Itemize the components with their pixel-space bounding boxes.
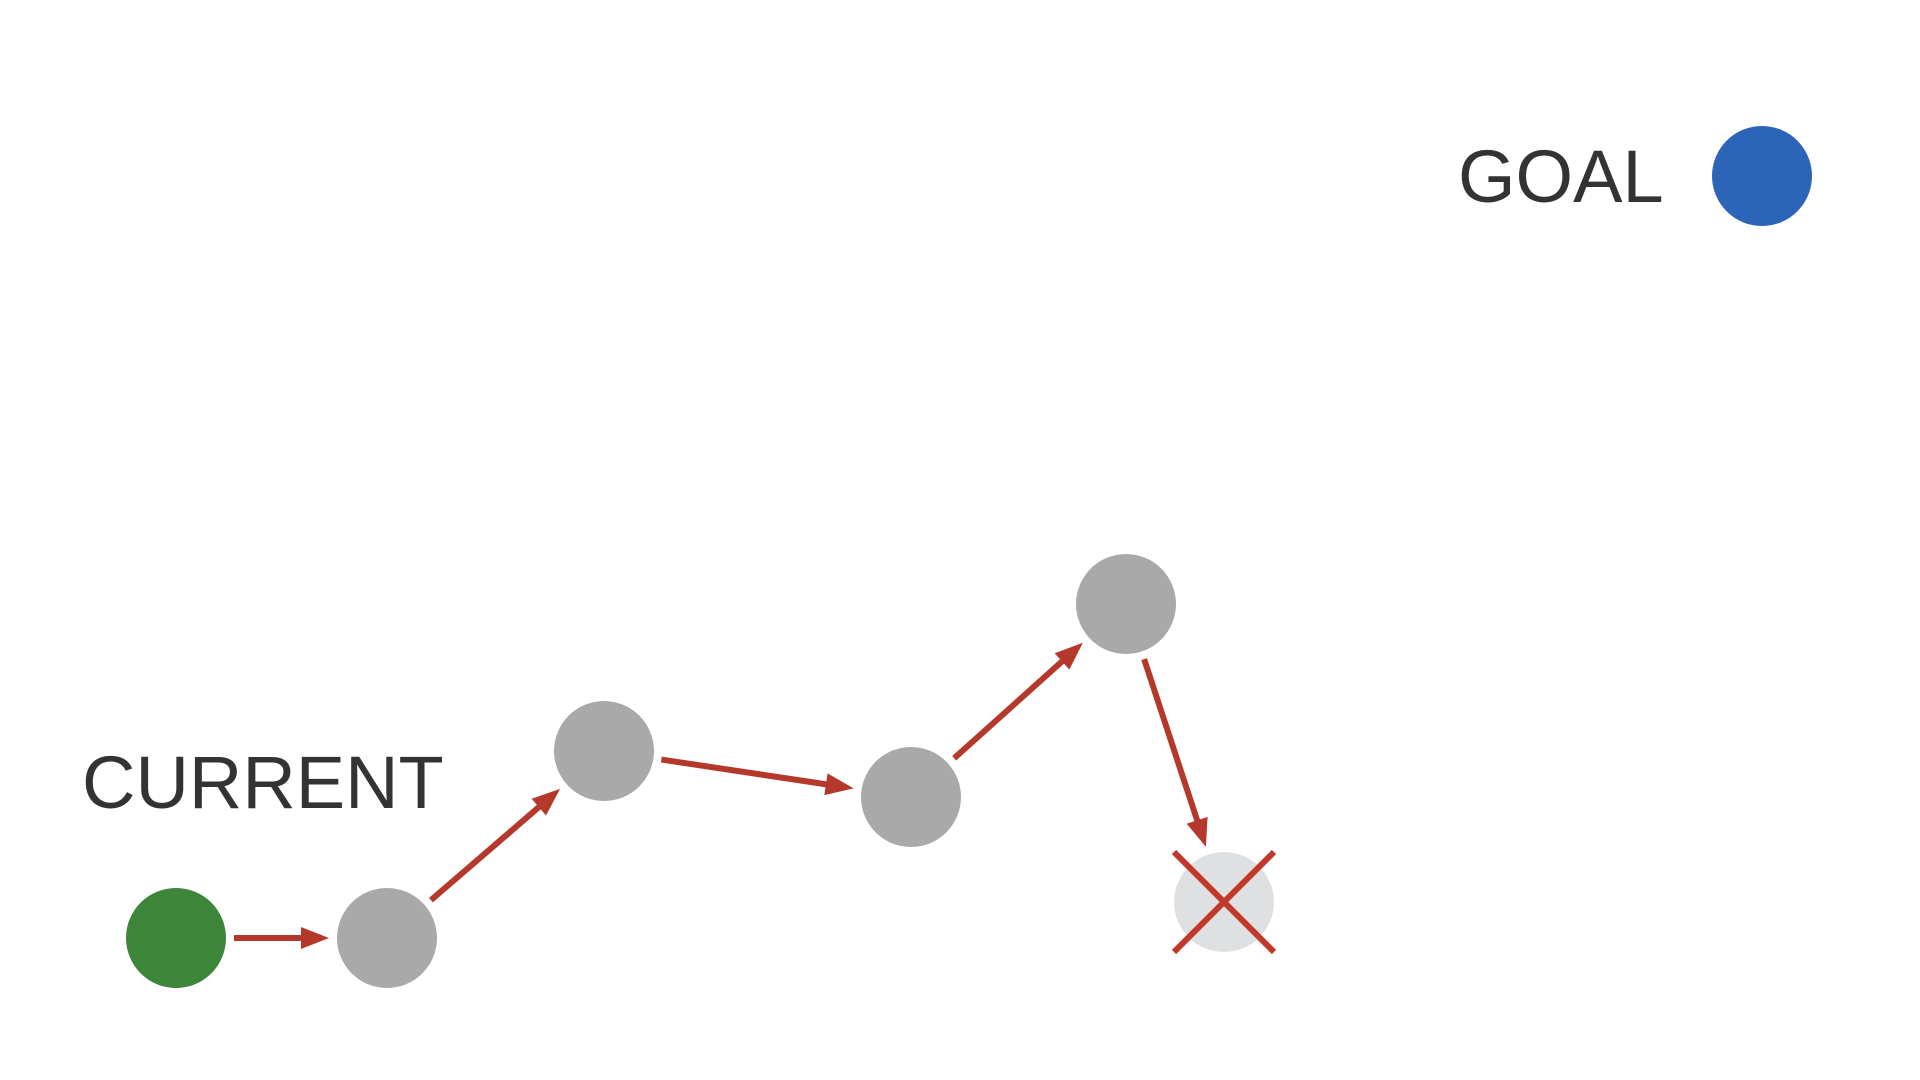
arrowhead-icon [824, 773, 854, 796]
arrow-shaft [428, 802, 544, 903]
step-1-node [337, 888, 437, 988]
arrow-shaft [952, 656, 1067, 761]
arrow-step-1-to-step-2 [428, 788, 561, 903]
arrowhead-icon [301, 927, 329, 949]
current-label: CURRENT [82, 741, 444, 824]
edges-layer [234, 642, 1208, 949]
arrow-step-2-to-step-3 [660, 756, 854, 796]
goal-node [1712, 126, 1812, 226]
arrowhead-icon [1186, 816, 1208, 847]
arrow-step-4-to-rejected [1141, 658, 1208, 847]
arrow-shaft [660, 756, 831, 788]
step-3-node [861, 747, 961, 847]
arrow-current-to-step-1 [234, 927, 329, 949]
arrowhead-icon [531, 788, 561, 816]
step-4-node [1076, 554, 1176, 654]
arrow-shaft [1141, 658, 1202, 826]
cross-stroke-2 [1171, 849, 1277, 955]
rejected-cross-icon [1171, 849, 1277, 955]
nodes-layer [126, 126, 1812, 988]
goal-label: GOAL [1458, 135, 1664, 218]
arrowhead-icon [1054, 642, 1083, 670]
arrow-step-3-to-step-4 [952, 642, 1083, 761]
current-node [126, 888, 226, 988]
step-2-node [554, 701, 654, 801]
